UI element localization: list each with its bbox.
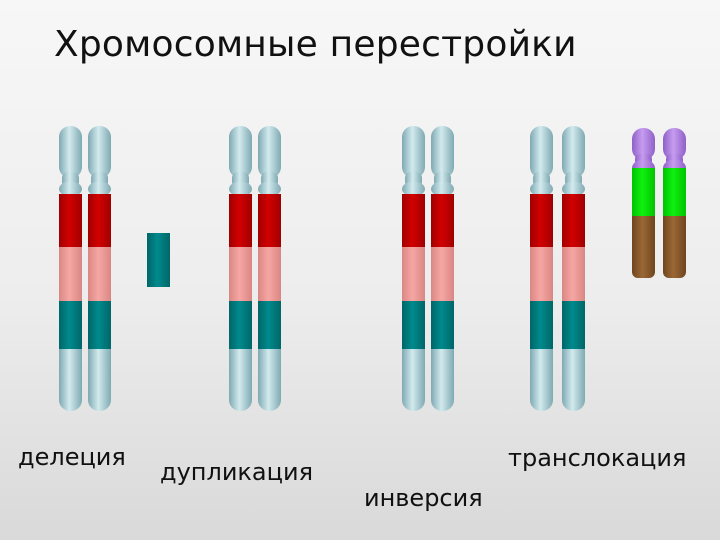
band-teal bbox=[530, 301, 553, 349]
bottom-arm bbox=[431, 349, 454, 411]
bottom-arm bbox=[59, 349, 82, 411]
centromere-lower bbox=[530, 182, 553, 196]
band-teal bbox=[258, 301, 281, 349]
top-arm bbox=[88, 126, 111, 178]
band-brown bbox=[632, 216, 655, 278]
deletion-chromatid-left bbox=[59, 126, 82, 411]
page-title: Хромосомные перестройки bbox=[54, 24, 577, 65]
top-arm bbox=[530, 126, 553, 178]
bottom-arm bbox=[88, 349, 111, 411]
translocated-chromatid-left bbox=[632, 128, 655, 278]
deletion-chromatid-right bbox=[88, 126, 111, 411]
top-arm bbox=[562, 126, 585, 178]
label-duplication: дупликация bbox=[160, 458, 313, 486]
band-red bbox=[562, 194, 585, 247]
centromere-lower bbox=[562, 182, 585, 196]
centromere-lower bbox=[88, 182, 111, 196]
top-arm-purple bbox=[663, 128, 686, 160]
band-red bbox=[88, 194, 111, 247]
bottom-arm-top bbox=[431, 349, 454, 363]
band-red bbox=[530, 194, 553, 247]
band-pink bbox=[431, 247, 454, 301]
top-arm bbox=[229, 126, 252, 178]
band-red bbox=[59, 194, 82, 247]
duplication-chromatid-right bbox=[258, 126, 281, 411]
bottom-arm bbox=[530, 349, 553, 411]
band-red bbox=[402, 194, 425, 247]
bottom-arm bbox=[258, 349, 281, 411]
inversion-chromatid-right bbox=[431, 126, 454, 411]
top-arm bbox=[59, 126, 82, 178]
band-red bbox=[229, 194, 252, 247]
centromere-lower bbox=[402, 182, 425, 196]
band-green bbox=[663, 168, 686, 216]
band-pink bbox=[59, 247, 82, 301]
bottom-arm bbox=[229, 349, 252, 411]
band-teal bbox=[59, 301, 82, 349]
top-arm bbox=[402, 126, 425, 178]
band-pink bbox=[229, 247, 252, 301]
band-pink bbox=[562, 247, 585, 301]
band-brown-top bbox=[632, 216, 655, 228]
translocation-chromatid-right bbox=[562, 126, 585, 411]
bottom-arm bbox=[562, 349, 585, 411]
top-arm-purple bbox=[632, 128, 655, 160]
band-red bbox=[258, 194, 281, 247]
band-teal bbox=[402, 301, 425, 349]
bottom-arm-top bbox=[59, 349, 82, 363]
centromere-lower bbox=[59, 182, 82, 196]
centromere-lower bbox=[229, 182, 252, 196]
band-pink bbox=[402, 247, 425, 301]
bottom-arm-top bbox=[402, 349, 425, 363]
bottom-arm-top bbox=[562, 349, 585, 363]
top-arm bbox=[258, 126, 281, 178]
bottom-arm-top bbox=[229, 349, 252, 363]
bottom-arm-top bbox=[530, 349, 553, 363]
bottom-arm-top bbox=[88, 349, 111, 363]
band-red bbox=[431, 194, 454, 247]
band-teal bbox=[88, 301, 111, 349]
translocation-chromatid-left bbox=[530, 126, 553, 411]
label-inversion: инверсия bbox=[364, 484, 483, 512]
centromere-lower bbox=[258, 182, 281, 196]
deleted-fragment bbox=[147, 233, 170, 287]
inversion-chromatid-left bbox=[402, 126, 425, 411]
band-pink bbox=[530, 247, 553, 301]
bottom-arm-top bbox=[258, 349, 281, 363]
label-translocation: транслокация bbox=[508, 444, 687, 472]
label-deletion: делеция bbox=[18, 443, 126, 471]
band-brown bbox=[663, 216, 686, 278]
band-pink bbox=[258, 247, 281, 301]
band-brown-top bbox=[663, 216, 686, 228]
band-teal bbox=[431, 301, 454, 349]
band-teal bbox=[229, 301, 252, 349]
band-green bbox=[632, 168, 655, 216]
band-pink bbox=[88, 247, 111, 301]
centromere-lower bbox=[431, 182, 454, 196]
band-teal bbox=[562, 301, 585, 349]
translocated-chromatid-right bbox=[663, 128, 686, 278]
bottom-arm bbox=[402, 349, 425, 411]
duplication-chromatid-left bbox=[229, 126, 252, 411]
top-arm bbox=[431, 126, 454, 178]
